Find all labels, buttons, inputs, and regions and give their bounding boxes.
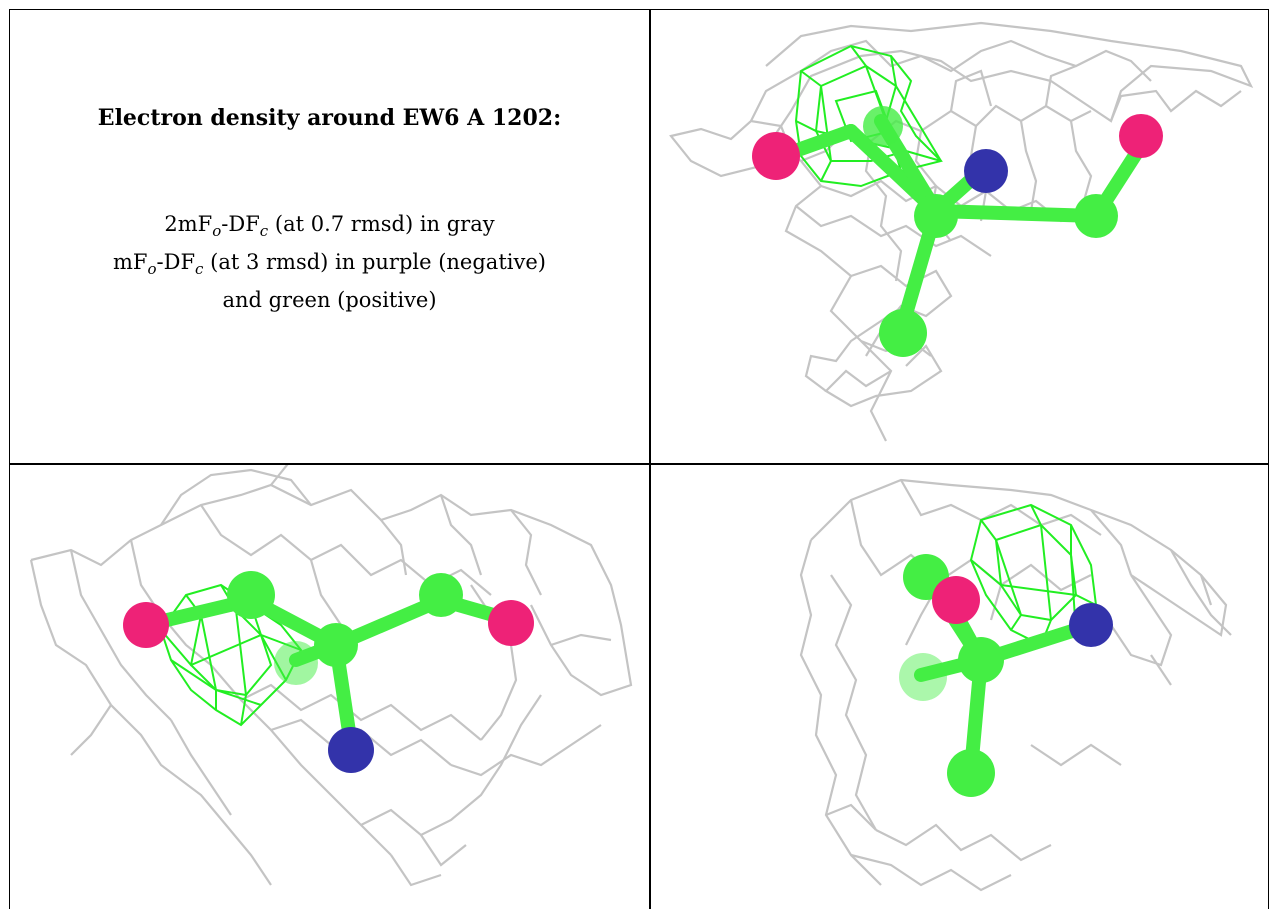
right-border — [1267, 9, 1269, 909]
density-render-2 — [29, 465, 633, 887]
ligand-bonds — [139, 593, 518, 752]
mesh-2fofc — [29, 465, 633, 887]
mesh-2fofc — [799, 478, 1232, 892]
ligand-atoms — [123, 571, 534, 773]
legend-line-fofc: mFo-DFc (at 3 rmsd) in purple (negative) — [113, 250, 546, 279]
legend-text: 2mFo-DFc (at 0.7 rmsd) in gray mFo-DFc (… — [11, 209, 648, 316]
mesh-2fofc — [669, 21, 1254, 442]
density-render-3 — [799, 478, 1232, 892]
legend-line-positive: and green (positive) — [222, 288, 437, 313]
column-divider — [649, 9, 651, 909]
row-divider — [9, 463, 1269, 465]
density-view-bottom-left — [11, 465, 648, 909]
ligand-atoms — [899, 554, 1113, 797]
figure-title: Electron density around EW6 A 1202: — [97, 105, 562, 131]
figure-table — [9, 9, 1268, 909]
density-render-1 — [669, 21, 1254, 442]
legend-line-2fofc: 2mFo-DFc (at 0.7 rmsd) in gray — [164, 212, 495, 241]
ligand-atoms — [752, 106, 1163, 357]
density-view-bottom-right — [651, 465, 1267, 909]
description-cell: Electron density around EW6 A 1202: 2mFo… — [11, 11, 648, 462]
density-view-top-right — [651, 11, 1267, 462]
